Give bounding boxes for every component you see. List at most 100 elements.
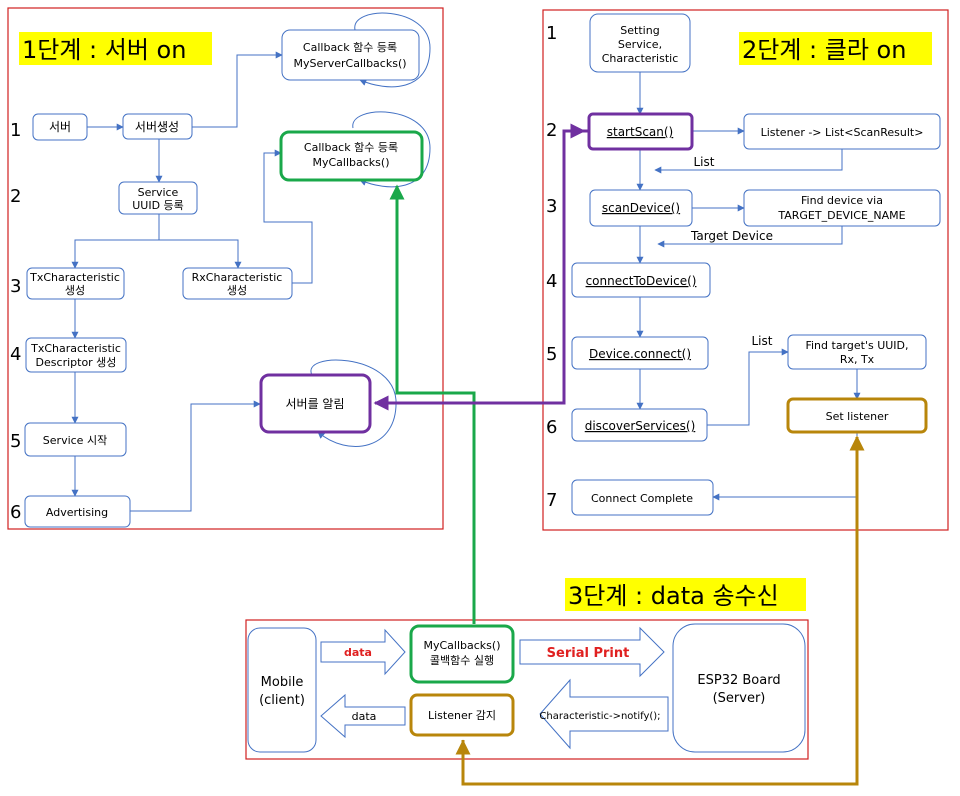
arrow-notify-label: Characteristic->notify(); [539, 711, 660, 722]
loop-notify [310, 359, 397, 447]
stage2-step-6: 6 [546, 417, 557, 438]
node-rx-char-line2: 생성 [227, 284, 247, 297]
node-find-device [743, 189, 941, 227]
node-mobile-line2: (client) [259, 693, 305, 708]
edge-adv-to-notify [130, 400, 261, 512]
node-mobile-line1: Mobile [261, 675, 304, 690]
stage2-frame [542, 9, 949, 531]
stage3-frame [245, 619, 809, 760]
edge-discover-to-finduuid [707, 348, 789, 426]
stage2-step-7: 7 [546, 490, 557, 511]
edge-label-list1: List [694, 155, 715, 169]
node-service-uuid-line2: UUID 등록 [132, 199, 184, 212]
edge-rx-to-mycb [263, 149, 313, 284]
node-setting [589, 13, 691, 73]
node-device-connect-label: Device.connect() [589, 347, 691, 361]
edge-find-target-return [657, 226, 843, 248]
node-advertising-label: Advertising [46, 506, 108, 519]
node-my-callback [279, 130, 424, 182]
node-tx-desc-line2: Descriptor 생성 [36, 356, 117, 369]
edge-label-target-device: Target Device [690, 229, 773, 243]
node-rx-char-line1: RxCharacteristic [192, 271, 283, 284]
node-rx-characteristic [182, 267, 293, 300]
arrow-serial-print [519, 626, 665, 678]
node-my-cb-exec-line2: 콜백함수 실행 [430, 654, 494, 667]
node-my-cb-exec [409, 624, 515, 684]
node-esp32 [672, 623, 806, 753]
stage1-step-1: 1 [10, 120, 21, 141]
node-connect-to-device-label: connectToDevice() [586, 274, 697, 288]
node-set-listener-label: Set listener [826, 410, 889, 423]
node-connect-complete [571, 479, 714, 516]
node-service-start-label: Service 시작 [43, 434, 107, 447]
node-tx-char-line2: 생성 [65, 284, 85, 297]
node-device-connect [571, 336, 709, 370]
node-setting-line2: Service, [618, 38, 662, 51]
arrow-data-in [320, 628, 406, 676]
node-advertising [24, 495, 131, 528]
stage1-frame [7, 7, 444, 530]
node-find-uuid [787, 334, 927, 370]
stage1-title: 1단계 : 서버 on [22, 36, 186, 64]
stage3-title: 3단계 : data 송수신 [568, 582, 779, 610]
node-listener [743, 113, 941, 150]
node-find-device-line1: Find device via [801, 194, 883, 207]
stage2-title: 2단계 : 클라 on [742, 36, 906, 64]
node-connect-complete-label: Connect Complete [591, 492, 693, 505]
stage1-step-6: 6 [10, 502, 21, 523]
node-find-device-line2: TARGET_DEVICE_NAME [777, 209, 905, 222]
stage1-step-4: 4 [10, 344, 21, 365]
stage2-step-1: 1 [546, 23, 557, 44]
node-setting-line3: Characteristic [602, 52, 679, 65]
arrow-serial-print-label: Serial Print [547, 646, 630, 661]
node-connect-to-device [571, 262, 711, 298]
edge-label-list2: List [752, 334, 773, 348]
stage2-title-highlight [739, 32, 932, 65]
stage1-title-highlight [19, 32, 212, 65]
node-listener-detect-label: Listener 감지 [428, 709, 496, 722]
node-tx-descriptor [25, 337, 127, 373]
stage2-step-2: 2 [546, 120, 557, 141]
node-notify-server-label: 서버를 알림 [285, 397, 344, 411]
arrow-notify [539, 678, 669, 750]
node-esp32-line1: ESP32 Board [697, 673, 780, 688]
green-link-mycb [389, 184, 476, 624]
stage3-title-highlight [565, 578, 806, 611]
node-notify-server [259, 373, 372, 434]
node-find-uuid-line2: Rx, Tx [840, 353, 875, 366]
edge-create-to-servercb [192, 51, 283, 128]
node-tx-char-line1: TxCharacteristic [29, 271, 120, 284]
gold-link-listener [461, 435, 865, 786]
node-listener-detect [409, 693, 515, 737]
node-esp32-line2: (Server) [713, 691, 766, 706]
node-scan-device-label: scanDevice() [602, 201, 680, 215]
node-service-uuid [118, 181, 198, 215]
node-tx-desc-line1: TxCharacteristic [30, 342, 121, 355]
node-my-cb-line1: Callback 함수 등록 [304, 141, 398, 154]
stage1-step-5: 5 [10, 431, 21, 452]
node-scan-device [589, 189, 693, 227]
node-listener-label: Listener -> List<ScanResult> [761, 126, 924, 139]
node-server-callback [281, 29, 420, 81]
node-mobile [247, 627, 317, 753]
stage2-step-4: 4 [546, 271, 557, 292]
stage2-step-3: 3 [546, 196, 557, 217]
stage1-step-2: 2 [10, 186, 21, 207]
node-start-scan-label: startScan() [607, 125, 674, 139]
edge-branch-to-rx [159, 239, 242, 269]
arrow-data-in-label: data [344, 646, 372, 659]
node-my-cb-exec-line1: MyCallbacks() [424, 639, 501, 652]
loop-servercb [354, 12, 431, 88]
edge-listener-list-return [654, 149, 843, 174]
node-server-cb-line2: MyServerCallbacks() [293, 57, 406, 70]
edge-branch-to-tx [71, 239, 159, 269]
node-discover-services [571, 408, 708, 442]
edge-listener-to-complete [712, 432, 858, 501]
node-server-cb-line1: Callback 함수 등록 [303, 41, 397, 54]
node-find-uuid-line1: Find target's UUID, [805, 339, 908, 352]
node-service-uuid-line1: Service [138, 186, 179, 199]
node-server [32, 113, 88, 141]
node-setting-line1: Setting [620, 24, 659, 37]
node-service-start [24, 422, 127, 457]
